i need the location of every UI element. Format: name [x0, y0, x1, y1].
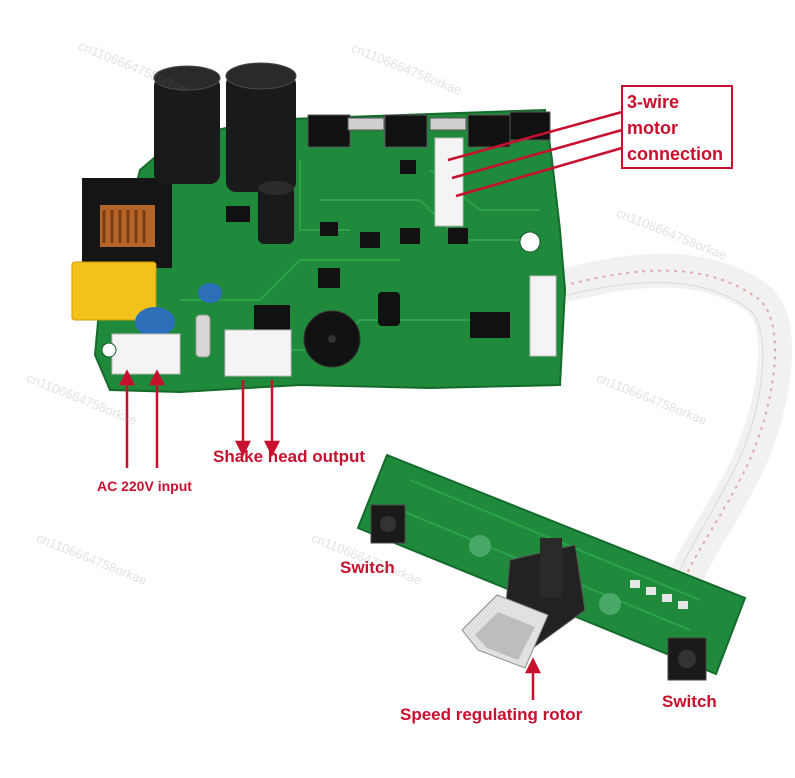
motor-label-line: 3-wire — [627, 92, 680, 112]
control-pcb — [356, 453, 747, 681]
ribbon-connector — [529, 275, 557, 357]
shake-head-label: Shake head output — [213, 447, 366, 466]
switch-label-right: Switch — [662, 692, 717, 711]
motor-connection-label: 3-wire motor connection — [621, 85, 733, 169]
ac-input-label: AC 220V input — [97, 478, 192, 494]
fuse — [195, 314, 211, 358]
main-pcb — [71, 62, 567, 394]
ribbon-cable — [531, 253, 793, 607]
tact-switch — [667, 637, 707, 681]
motor-connector — [434, 137, 464, 227]
transistor-row — [307, 111, 551, 148]
small-capacitor — [378, 292, 400, 326]
blue-capacitor — [198, 283, 222, 303]
rotor-label: Speed regulating rotor — [400, 705, 583, 724]
shake-head-connector — [224, 329, 292, 377]
electrolytic-capacitor — [225, 62, 297, 192]
annotation-arrows — [118, 110, 623, 700]
electrolytic-capacitor — [153, 65, 221, 184]
transformer — [82, 178, 172, 268]
speed-rotor — [461, 538, 586, 669]
tact-switch — [370, 504, 406, 544]
motor-label-line: motor — [627, 118, 678, 138]
relay — [71, 261, 157, 321]
switch-label-left: Switch — [340, 558, 395, 577]
blue-capacitor — [135, 307, 175, 337]
motor-label-line: connection — [627, 144, 724, 164]
ac-input-connector — [111, 333, 181, 375]
electrolytic-capacitor — [258, 181, 294, 244]
